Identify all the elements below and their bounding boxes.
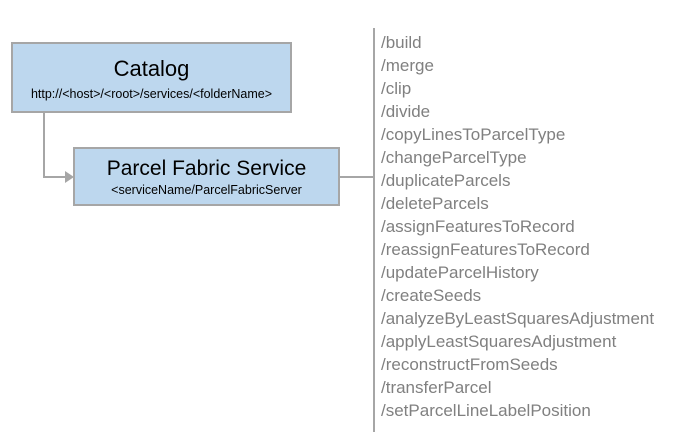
operation-item: /build bbox=[381, 33, 422, 52]
operation-item: /reassignFeaturesToRecord bbox=[381, 240, 590, 259]
operation-item: /clip bbox=[381, 79, 412, 98]
connector-vertical-segment bbox=[43, 112, 45, 178]
operation-item: /createSeeds bbox=[381, 286, 482, 305]
node-catalog-title: Catalog bbox=[113, 55, 190, 81]
node-catalog-subtitle: http://<host>/<root>/services/<folderNam… bbox=[30, 86, 273, 101]
operation-item: /divide bbox=[381, 102, 431, 121]
operation-item: /deleteParcels bbox=[381, 194, 489, 213]
operation-item: /duplicateParcels bbox=[381, 171, 511, 190]
operation-item: /updateParcelHistory bbox=[381, 263, 539, 282]
node-parcel-fabric-service: Parcel Fabric Service <serviceName/Parce… bbox=[73, 147, 340, 206]
operations-divider-line bbox=[373, 28, 375, 432]
connector-horizontal-segment bbox=[43, 176, 66, 178]
operation-item: /setParcelLineLabelPosition bbox=[381, 401, 591, 420]
node-service-subtitle: <serviceName/ParcelFabricServer bbox=[111, 182, 302, 197]
operation-item: /assignFeaturesToRecord bbox=[381, 217, 575, 236]
operation-item: /reconstructFromSeeds bbox=[381, 355, 558, 374]
operation-item: /merge bbox=[381, 56, 434, 75]
arrowhead-icon bbox=[65, 171, 74, 183]
node-catalog: Catalog http://<host>/<root>/services/<f… bbox=[11, 42, 292, 113]
operation-item: /changeParcelType bbox=[381, 148, 527, 167]
operation-item: /copyLinesToParcelType bbox=[381, 125, 566, 144]
operation-item: /applyLeastSquaresAdjustment bbox=[381, 332, 617, 351]
operations-list: /build /merge /clip /divide /copyLinesTo… bbox=[381, 31, 681, 422]
operation-item: /transferParcel bbox=[381, 378, 492, 397]
node-service-title: Parcel Fabric Service bbox=[106, 156, 307, 180]
connector-service-to-operations bbox=[340, 176, 374, 178]
operation-item: /analyzeByLeastSquaresAdjustment bbox=[381, 309, 655, 328]
